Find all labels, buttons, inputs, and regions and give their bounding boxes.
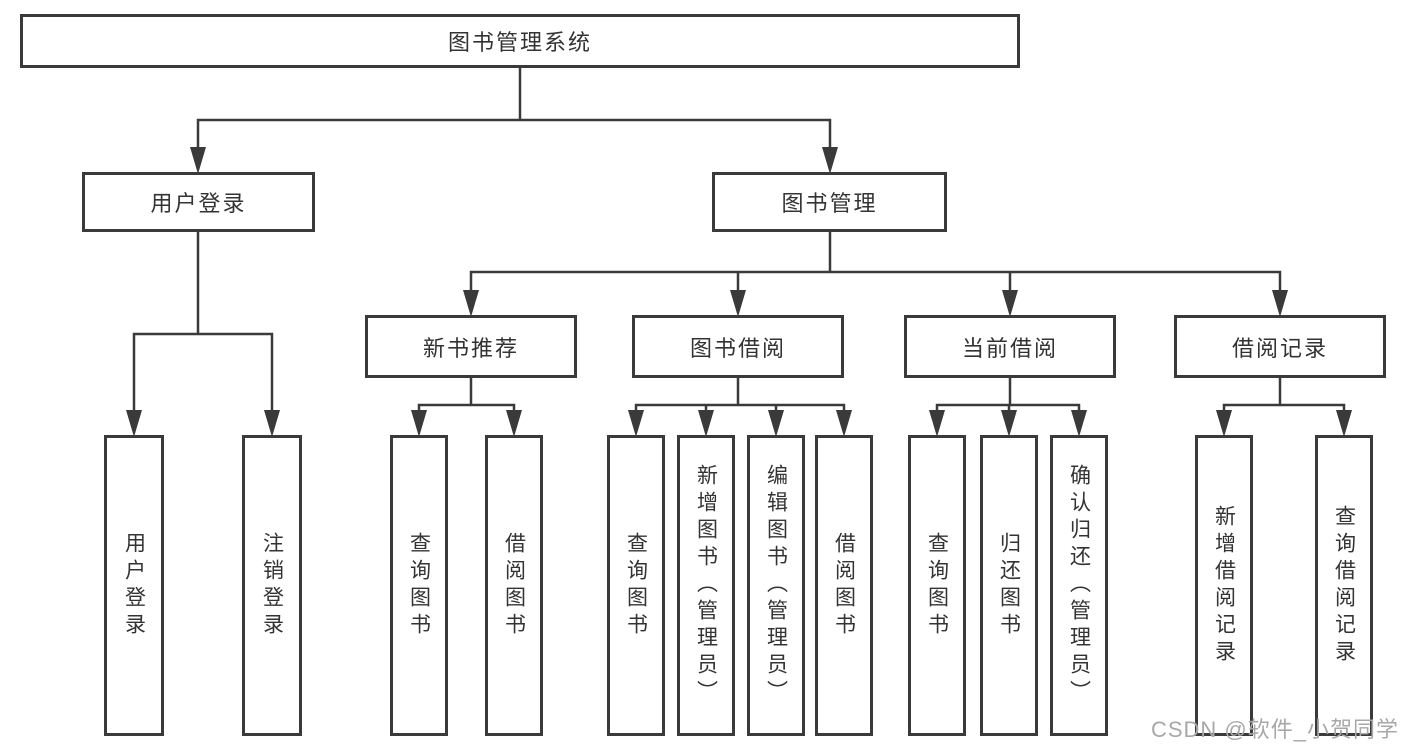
node-br-query-record: 查询借阅记录 xyxy=(1315,435,1373,736)
node-label: 借阅记录 xyxy=(1231,335,1328,361)
node-nbr-borrow-books: 借阅图书 xyxy=(485,435,543,736)
arrowhead xyxy=(1002,290,1018,317)
arrowhead xyxy=(1001,410,1017,437)
arrowhead xyxy=(768,410,784,437)
node-label: 编辑图书（管理员） xyxy=(764,464,788,707)
node-label: 图书管理系统 xyxy=(447,30,592,55)
arrowhead xyxy=(698,410,714,437)
node-label: 注销登录 xyxy=(260,531,284,640)
node-label: 当前借阅 xyxy=(961,335,1058,361)
node-user-login: 用户登录 xyxy=(82,172,315,232)
node-cb-return-books: 归还图书 xyxy=(980,435,1038,736)
edge-borrow-record-distributor xyxy=(1222,403,1346,416)
arrowhead xyxy=(929,410,945,437)
arrowhead xyxy=(463,290,479,317)
arrowhead xyxy=(822,147,838,174)
arrowhead xyxy=(126,410,142,437)
node-bb-add-books-admin: 新增图书（管理员） xyxy=(677,435,735,736)
node-book-management: 图书管理 xyxy=(712,172,947,232)
node-label: 借阅图书 xyxy=(502,531,526,640)
node-label: 新增借阅记录 xyxy=(1212,504,1236,667)
arrowhead xyxy=(506,410,522,437)
edge-root-distributor xyxy=(196,118,832,152)
arrowhead xyxy=(264,410,280,437)
node-book-borrowing: 图书借阅 xyxy=(632,315,844,378)
node-bb-query-books: 查询图书 xyxy=(607,435,665,736)
node-label: 新书推荐 xyxy=(422,335,519,361)
node-label: 归还图书 xyxy=(997,531,1021,640)
node-label: 用户登录 xyxy=(122,531,146,640)
edge-new-book-distributor xyxy=(417,403,516,416)
csdn-watermark: CSDN @软件_小贺同学 xyxy=(1150,717,1399,742)
node-label: 图书管理 xyxy=(781,191,878,216)
node-label: 图书借阅 xyxy=(689,335,786,361)
node-label: 用户登录 xyxy=(150,191,247,216)
arrowhead xyxy=(836,410,852,437)
arrowhead xyxy=(1336,410,1352,437)
edge-book-mgmt-distributor xyxy=(469,270,1282,296)
node-new-book-recommend: 新书推荐 xyxy=(365,315,577,378)
node-br-add-record: 新增借阅记录 xyxy=(1195,435,1253,736)
node-logout: 注销登录 xyxy=(242,435,302,736)
node-label: 借阅图书 xyxy=(832,531,856,640)
node-root: 图书管理系统 xyxy=(20,14,1020,68)
arrowhead xyxy=(1216,410,1232,437)
node-label: 查询图书 xyxy=(624,531,648,640)
arrowhead xyxy=(730,290,746,317)
arrowhead xyxy=(411,410,427,437)
edge-book-borrow-distributor xyxy=(634,403,846,416)
arrowhead xyxy=(1071,410,1087,437)
node-current-borrowing: 当前借阅 xyxy=(904,315,1116,378)
arrowhead xyxy=(628,410,644,437)
node-nbr-query-books: 查询图书 xyxy=(390,435,448,736)
edge-user-login-distributor xyxy=(132,332,274,414)
node-label: 新增图书（管理员） xyxy=(694,464,718,707)
node-bb-edit-books-admin: 编辑图书（管理员） xyxy=(747,435,805,736)
node-login: 用户登录 xyxy=(104,435,164,736)
arrowhead xyxy=(1272,290,1288,317)
node-label: 查询借阅记录 xyxy=(1332,504,1356,667)
node-bb-borrow-books: 借阅图书 xyxy=(815,435,873,736)
node-label: 查询图书 xyxy=(925,531,949,640)
node-label: 查询图书 xyxy=(407,531,431,640)
node-cb-query-books: 查询图书 xyxy=(908,435,966,736)
arrowhead xyxy=(190,147,206,174)
node-borrowing-records: 借阅记录 xyxy=(1174,315,1386,378)
node-cb-confirm-return-admin: 确认归还（管理员） xyxy=(1050,435,1108,736)
node-label: 确认归还（管理员） xyxy=(1067,464,1091,707)
